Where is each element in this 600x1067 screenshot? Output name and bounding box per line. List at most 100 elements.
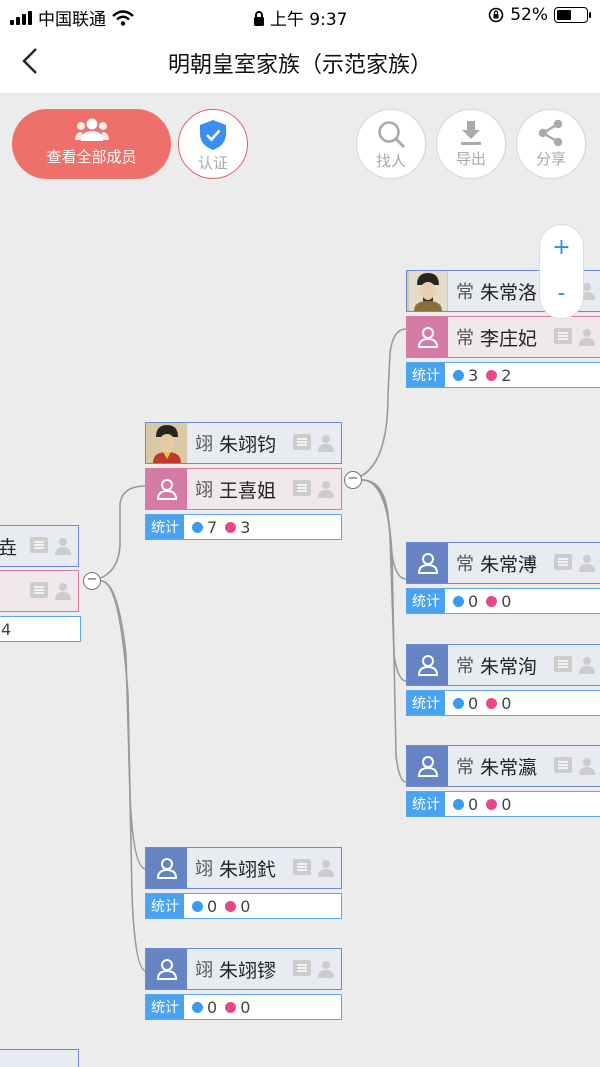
share-icon [538,119,563,147]
female-dot-icon [225,900,237,912]
export-label: 导出 [455,150,486,168]
daughter-count: 0 [501,591,512,611]
member-node[interactable]: 翊 朱翊釴 [145,847,342,889]
female-dot-icon [486,595,498,607]
spouse-node[interactable]: 常 李庄妃 [406,316,600,358]
male-dot-icon [453,697,464,709]
female-dot-icon [225,521,237,533]
member-node[interactable]: 常 朱常溥 [406,542,600,584]
son-count: 0 [207,896,218,916]
member-name: 垚 [0,536,18,559]
daughter-count: 0 [240,896,251,916]
detail-icon[interactable] [554,554,572,570]
member-name: 朱翊釴 [219,858,277,881]
daughter-count: 0 [501,794,512,814]
member-node-parent[interactable]: 垚 [0,525,79,567]
group-icon [74,118,109,141]
female-dot-icon [486,697,498,709]
stat-label: 统计 [146,995,184,1019]
spouse-node-parent[interactable] [0,570,79,612]
son-count: 0 [468,693,479,713]
person-icon[interactable] [317,960,335,978]
male-avatar [146,848,187,888]
generation-char: 翊 [195,480,213,501]
daughter-count: 0 [501,693,512,713]
male-dot-icon [453,798,464,810]
member-node[interactable]: 翊 朱翊钧 [145,422,342,464]
female-dot-icon [486,369,498,381]
generation-char: 翊 [195,859,213,880]
person-icon[interactable] [578,757,596,775]
export-button[interactable]: 导出 [436,109,506,179]
person-icon[interactable] [54,537,72,555]
emperor-portrait-icon [408,271,447,311]
stat-bar: 统计 3 2 [406,362,600,388]
detail-icon[interactable] [554,328,572,344]
stat-bar: 统计 0 0 [145,994,342,1020]
generation-char: 常 [456,282,474,303]
person-icon[interactable] [578,328,596,346]
status-bar: 中国联通 上午 9:37 52% [0,0,600,30]
view-all-members-button[interactable]: 查看全部成员 [12,109,171,179]
member-node-partial[interactable] [0,1049,79,1067]
person-icon[interactable] [317,859,335,877]
share-label: 分享 [535,150,566,168]
stat-bar: 统计 7 3 [145,514,342,540]
user-outline-icon [156,479,177,500]
certify-button[interactable]: 认证 [178,109,248,179]
user-outline-icon [417,553,438,574]
signal-icon [10,10,32,25]
find-person-label: 找人 [375,152,406,170]
stat-label: 统计 [407,589,445,613]
family-tree-canvas[interactable]: 查看全部成员 认证 找人 导出 分享 垚 4 − 翊 朱翊钧 翊 王喜姐 [0,95,600,1067]
shield-check-icon [200,120,226,150]
detail-icon[interactable] [293,434,311,450]
back-button[interactable] [16,44,46,78]
person-icon[interactable] [317,434,335,452]
son-count: 0 [468,591,479,611]
detail-icon[interactable] [293,859,311,875]
detail-icon[interactable] [293,480,311,496]
find-person-button[interactable]: 找人 [356,109,426,179]
member-name: 朱翊镠 [219,959,277,982]
person-icon[interactable] [578,656,596,674]
son-count: 3 [468,365,479,385]
stat-label: 统计 [407,691,445,715]
detail-icon[interactable] [30,537,48,553]
stat-label: 统计 [407,792,445,816]
member-name: 王喜姐 [219,479,277,502]
member-node[interactable]: 翊 朱翊镠 [145,948,342,990]
generation-char: 常 [456,656,474,677]
female-avatar [407,317,448,357]
male-dot-icon [192,900,203,912]
rotation-lock-icon [488,7,504,23]
female-avatar [146,469,187,509]
lock-icon [253,11,264,26]
person-icon[interactable] [578,554,596,572]
zoom-in-button[interactable]: + [552,235,571,260]
member-node[interactable]: 常 朱常瀛 [406,745,600,787]
daughter-count: 3 [240,517,251,537]
person-icon[interactable] [317,480,335,498]
member-node[interactable]: 常 朱常洵 [406,644,600,686]
page-title: 明朝皇室家族（示范家族） [167,53,432,78]
download-icon [461,121,481,145]
portrait-avatar [407,271,448,311]
collapse-toggle[interactable]: − [344,471,362,489]
person-icon[interactable] [54,582,72,600]
detail-icon[interactable] [554,656,572,672]
male-dot-icon [453,369,464,381]
spouse-node[interactable]: 翊 王喜姐 [145,468,342,510]
zoom-out-button[interactable]: - [557,281,566,306]
stat-bar: 统计 0 0 [406,791,600,817]
search-icon [378,121,406,149]
generation-char: 常 [456,328,474,349]
detail-icon[interactable] [293,960,311,976]
collapse-toggle[interactable]: − [83,572,101,590]
male-dot-icon [192,521,203,533]
daughter-count: 2 [501,365,512,385]
detail-icon[interactable] [554,757,572,773]
member-name: 朱常溥 [480,553,538,576]
detail-icon[interactable] [30,582,48,598]
share-button[interactable]: 分享 [516,109,586,179]
